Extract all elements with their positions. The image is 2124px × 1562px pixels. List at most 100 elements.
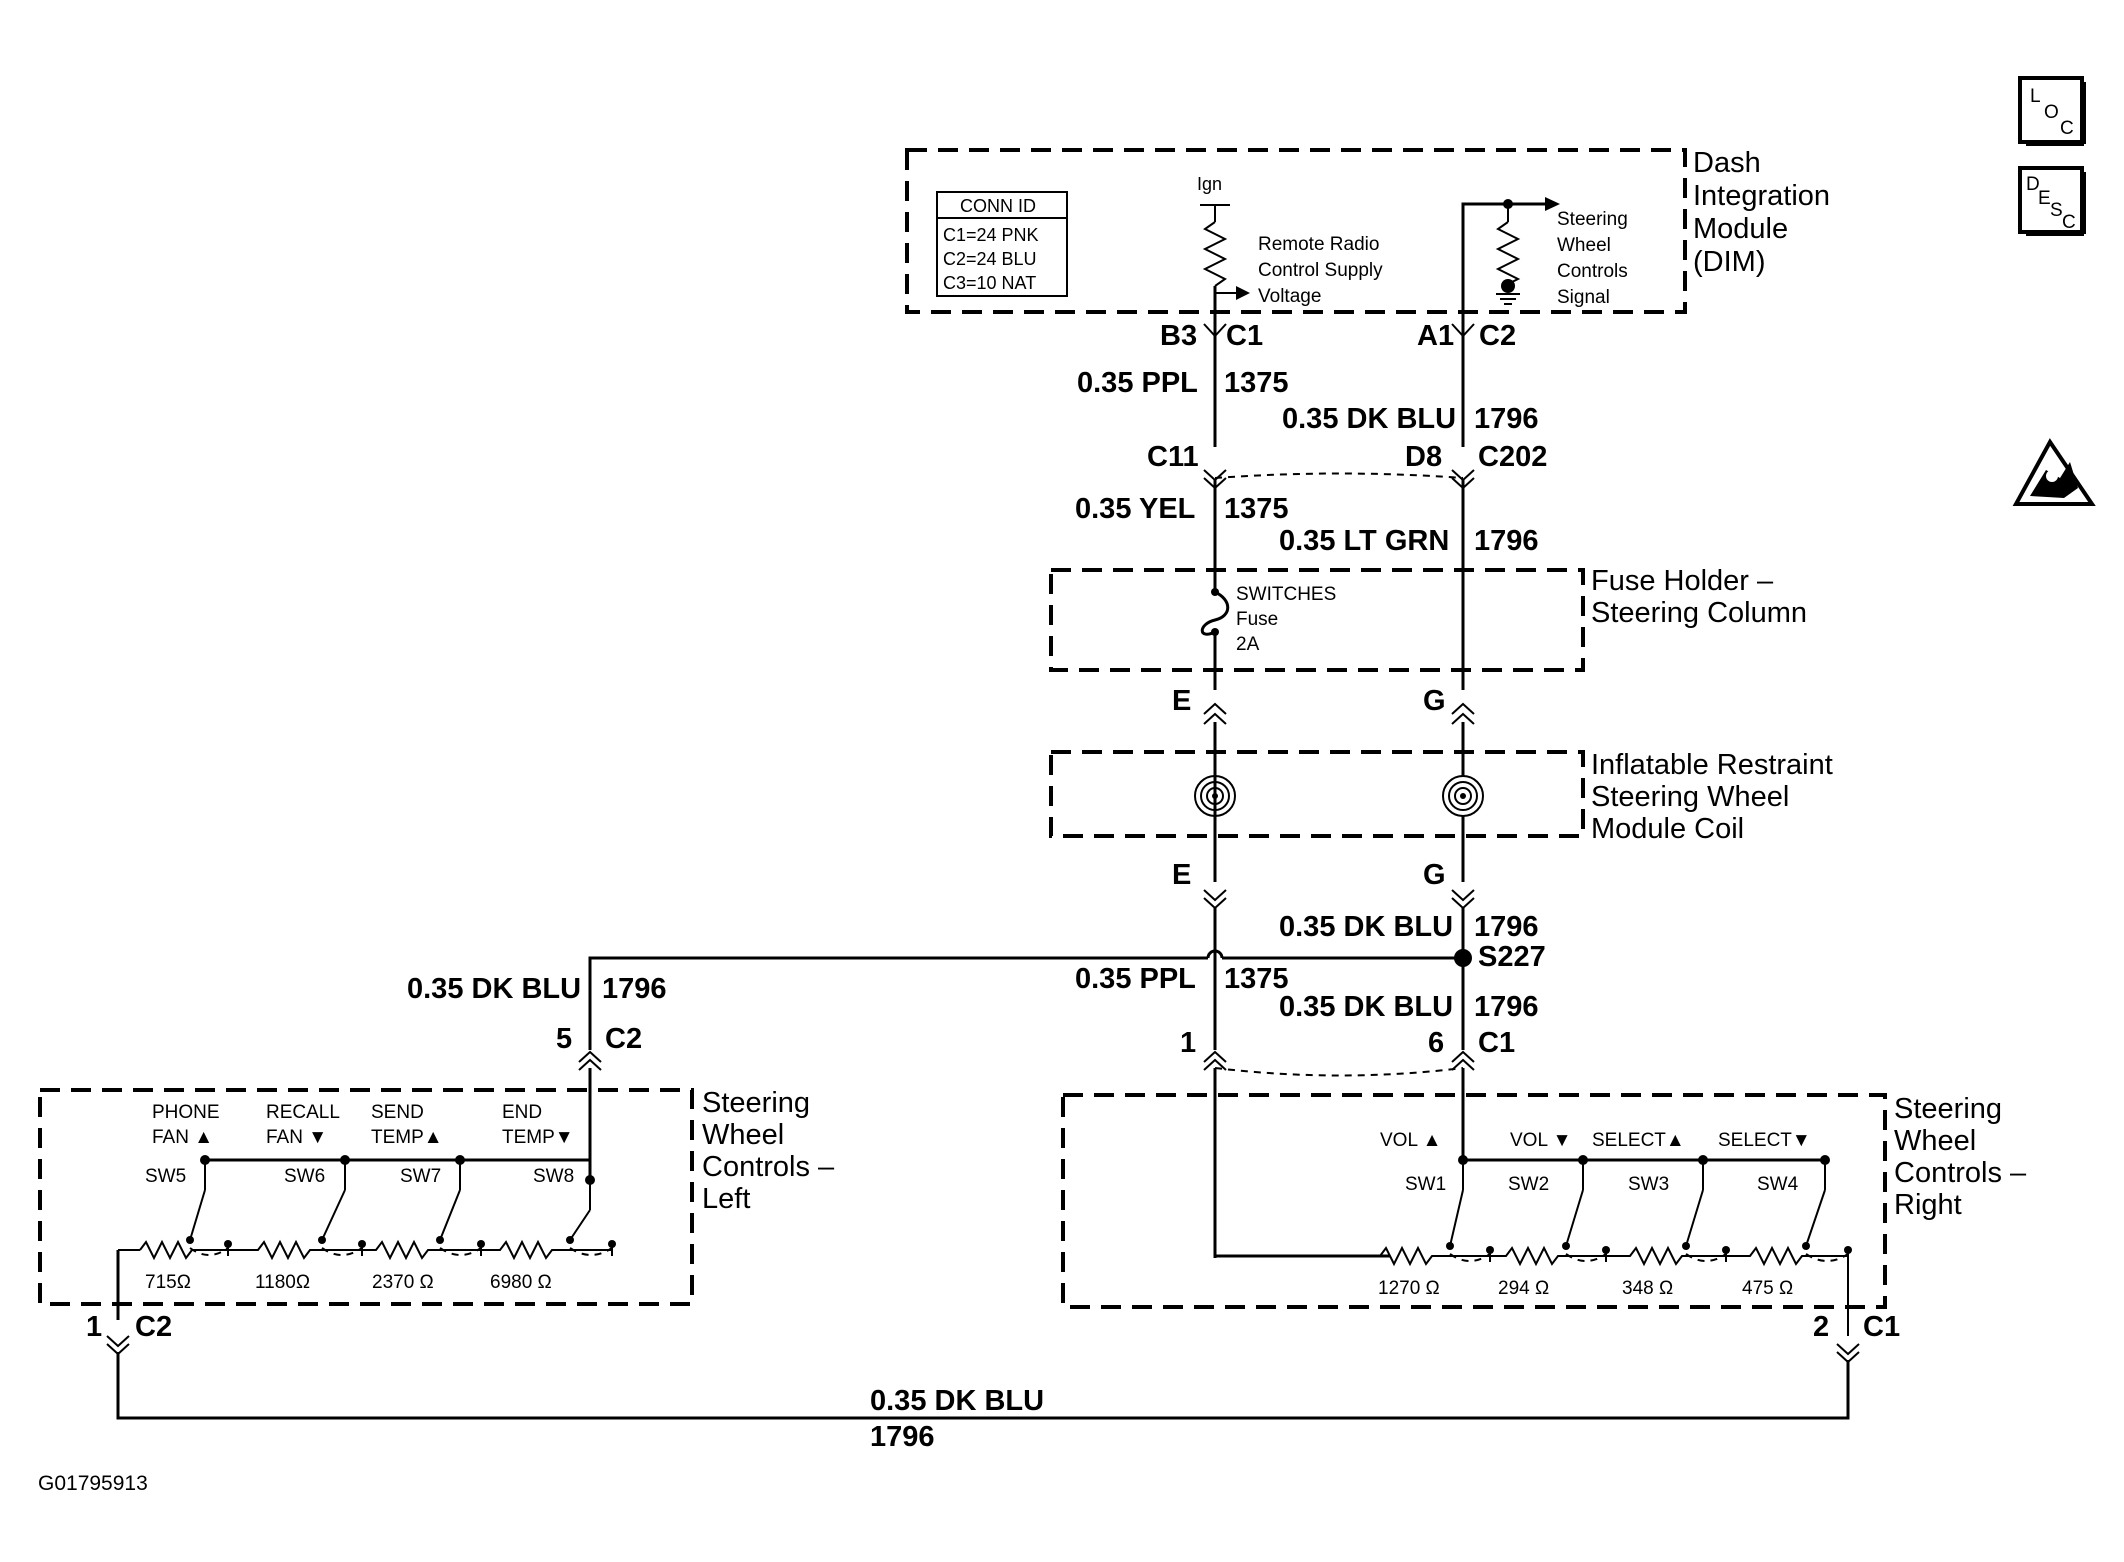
left-sw-l1-1: PHONE	[152, 1102, 220, 1123]
desc-c: C	[2062, 212, 2076, 233]
connector-left-bottom-1-c2	[106, 1335, 130, 1356]
wire-1796-bottom	[116, 1352, 1850, 1420]
fuse-holder-label-2: Steering Column	[1591, 597, 1807, 629]
connector-right-1	[1203, 1050, 1227, 1071]
coil-label-2: Steering Wheel	[1591, 781, 1789, 813]
pin-c1: C1	[1226, 320, 1263, 352]
left-sw-id-1: SW5	[145, 1166, 186, 1187]
wire-dkblu-right-color: 0.35 DK BLU	[1279, 991, 1453, 1023]
supply-label-1: Remote Radio	[1258, 234, 1379, 255]
signal-label-3: Controls	[1557, 261, 1628, 282]
pin-left-c2: C2	[605, 1023, 642, 1055]
connector-left-5-c2	[578, 1050, 602, 1071]
switch-sw1	[1446, 1155, 1494, 1262]
wire-yel-circuit: 1375	[1224, 493, 1289, 525]
right-sw-l1-3: SELECT▲	[1592, 1130, 1685, 1151]
wire-dkblu-splice-color: 0.35 DK BLU	[1279, 911, 1453, 943]
connector-right-bottom-2-c1	[1836, 1343, 1860, 1364]
switch-sw6	[318, 1155, 366, 1256]
resistor-1270	[1379, 1245, 1490, 1267]
left-sw-l2-4: TEMP▼	[502, 1127, 574, 1148]
connector-c11	[1203, 469, 1227, 490]
right-sw-id-1: SW1	[1405, 1174, 1446, 1195]
resistor-2370	[345, 1239, 481, 1261]
clockspring-coil-left-icon	[1194, 775, 1236, 817]
right-res-label-1: 1270 Ω	[1378, 1278, 1440, 1299]
swc-right-label-2: Wheel	[1894, 1125, 1976, 1157]
switch-sw4	[1802, 1155, 1852, 1262]
pin-right-bottom-c1: C1	[1863, 1311, 1900, 1343]
conn-id-c2: C2=24 BLU	[943, 249, 1037, 269]
dim-label-1: Dash	[1693, 147, 1761, 179]
loc-icon[interactable]: L O C	[2018, 76, 2086, 146]
pin-e-bottom: E	[1172, 859, 1191, 891]
dim-label-3: Module	[1693, 213, 1788, 245]
coil-label-1: Inflatable Restraint	[1591, 749, 1833, 781]
pin-b3: B3	[1160, 320, 1197, 352]
conn-id-c3: C3=10 NAT	[943, 273, 1036, 293]
swc-left-label-1: Steering	[702, 1087, 810, 1119]
swc-left-label-4: Left	[702, 1183, 750, 1215]
pin-right-bottom-2: 2	[1813, 1311, 1829, 1343]
switch-sw2	[1562, 1155, 1610, 1262]
left-res-label-3: 2370 Ω	[372, 1272, 434, 1293]
left-sw-l1-2: RECALL	[266, 1102, 340, 1123]
right-res-label-2: 294 Ω	[1498, 1278, 1549, 1299]
resistor-715	[139, 1239, 228, 1261]
wire-dkblu-left-color: 0.35 DK BLU	[407, 973, 581, 1005]
switch-sw5	[186, 1155, 232, 1256]
right-sw-l1-2: VOL ▼	[1510, 1130, 1571, 1151]
left-res-label-4: 6980 Ω	[490, 1272, 552, 1293]
swc-left-label-3: Controls –	[702, 1151, 835, 1183]
pin-c2: C2	[1479, 320, 1516, 352]
wire-dkblu-right-circuit: 1796	[1474, 991, 1539, 1023]
left-sw-l1-4: END	[502, 1102, 542, 1123]
resistor-6980	[481, 1239, 612, 1261]
conn-id-title: CONN ID	[960, 196, 1036, 216]
desc-s: S	[2050, 200, 2063, 221]
connector-c1-b3	[1203, 323, 1227, 338]
wire-ppl-top-circuit: 1375	[1224, 367, 1289, 399]
swc-right-label-4: Right	[1894, 1189, 1962, 1221]
connector-g-bottom	[1451, 889, 1475, 910]
pin-left-bottom-c2: C2	[135, 1311, 172, 1343]
pin-right-1: 1	[1180, 1027, 1196, 1059]
right-sw-l1-4: SELECT▼	[1718, 1130, 1811, 1151]
pin-c11: C11	[1147, 441, 1199, 473]
left-sw-id-3: SW7	[400, 1166, 441, 1187]
right-sw-l1-1: VOL ▲	[1380, 1130, 1441, 1151]
connector-c202	[1451, 469, 1475, 490]
pin-d8: D8	[1405, 441, 1442, 473]
left-res-label-2: 1180Ω	[255, 1272, 310, 1293]
figure-id: G01795913	[38, 1472, 148, 1495]
conn-id-table: CONN ID C1=24 PNK C2=24 BLU C3=10 NAT	[936, 191, 1068, 297]
switch-sw7	[436, 1155, 485, 1256]
right-sw-id-2: SW2	[1508, 1174, 1549, 1195]
resistor-294	[1490, 1245, 1606, 1267]
wire-dkblu-splice-circuit: 1796	[1474, 911, 1539, 943]
pin-g-bottom: G	[1423, 859, 1446, 891]
pin-a1: A1	[1417, 320, 1454, 352]
right-res-label-3: 348 Ω	[1622, 1278, 1673, 1299]
ign-label: Ign	[1197, 174, 1222, 194]
desc-icon[interactable]: D E S C	[2018, 166, 2086, 236]
wire-dkblu-top-color: 0.35 DK BLU	[1282, 403, 1456, 435]
fuse-rating: 2A	[1236, 634, 1260, 655]
connector-e-bottom	[1203, 889, 1227, 910]
fuse-symbol	[1200, 590, 1230, 636]
loc-c: C	[2060, 118, 2074, 139]
signal-resistor	[1495, 221, 1521, 285]
right-sw-id-3: SW3	[1628, 1174, 1669, 1195]
right-sw-id-4: SW4	[1757, 1174, 1799, 1195]
resistor-348	[1606, 1245, 1726, 1267]
coil-boundary	[1049, 750, 1585, 838]
right-res-label-4: 475 Ω	[1742, 1278, 1793, 1299]
wire-dkblu-left-circuit: 1796	[602, 973, 667, 1005]
sir-warning-icon[interactable]	[2012, 438, 2096, 506]
left-res-label-1: 715Ω	[145, 1272, 191, 1293]
left-sw-id-4: SW8	[533, 1166, 574, 1187]
left-sw-l2-1: FAN ▲	[152, 1127, 213, 1148]
pin-g-top: G	[1423, 685, 1446, 717]
ground-icon	[1501, 279, 1515, 293]
pin-left-5: 5	[556, 1023, 572, 1055]
